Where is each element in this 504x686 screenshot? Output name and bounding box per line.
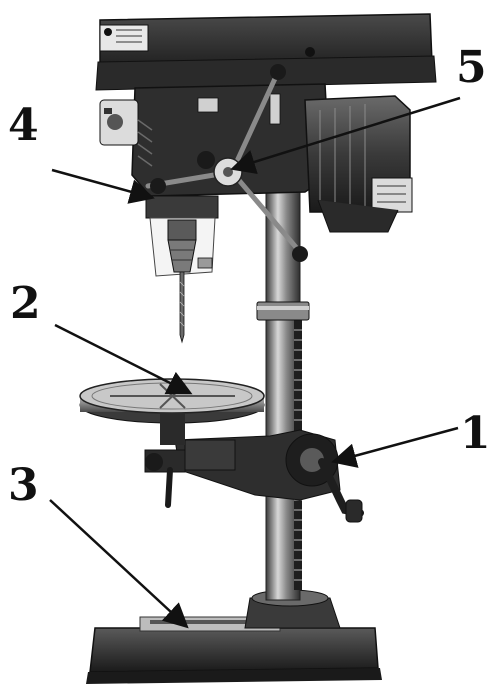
callout-label-4: 4 xyxy=(8,100,39,151)
callout-arrows xyxy=(49,96,461,629)
callout-arrow-1 xyxy=(331,426,459,468)
work-table xyxy=(79,378,265,445)
callout-label-5: 5 xyxy=(456,42,487,93)
drill-head xyxy=(95,13,437,197)
callout-label-3: 3 xyxy=(8,460,39,511)
callout-arrow-3 xyxy=(49,499,189,629)
callout-label-1: 1 xyxy=(460,408,491,459)
callout-arrow-4 xyxy=(51,168,155,204)
spindle-chuck xyxy=(145,178,219,344)
callout-arrow-2 xyxy=(54,323,193,395)
callout-arrow-5 xyxy=(230,96,461,174)
callout-labels: 1 2 3 4 5 xyxy=(8,42,491,511)
motor xyxy=(304,95,413,233)
callout-label-2: 2 xyxy=(10,278,41,329)
base xyxy=(86,589,382,684)
